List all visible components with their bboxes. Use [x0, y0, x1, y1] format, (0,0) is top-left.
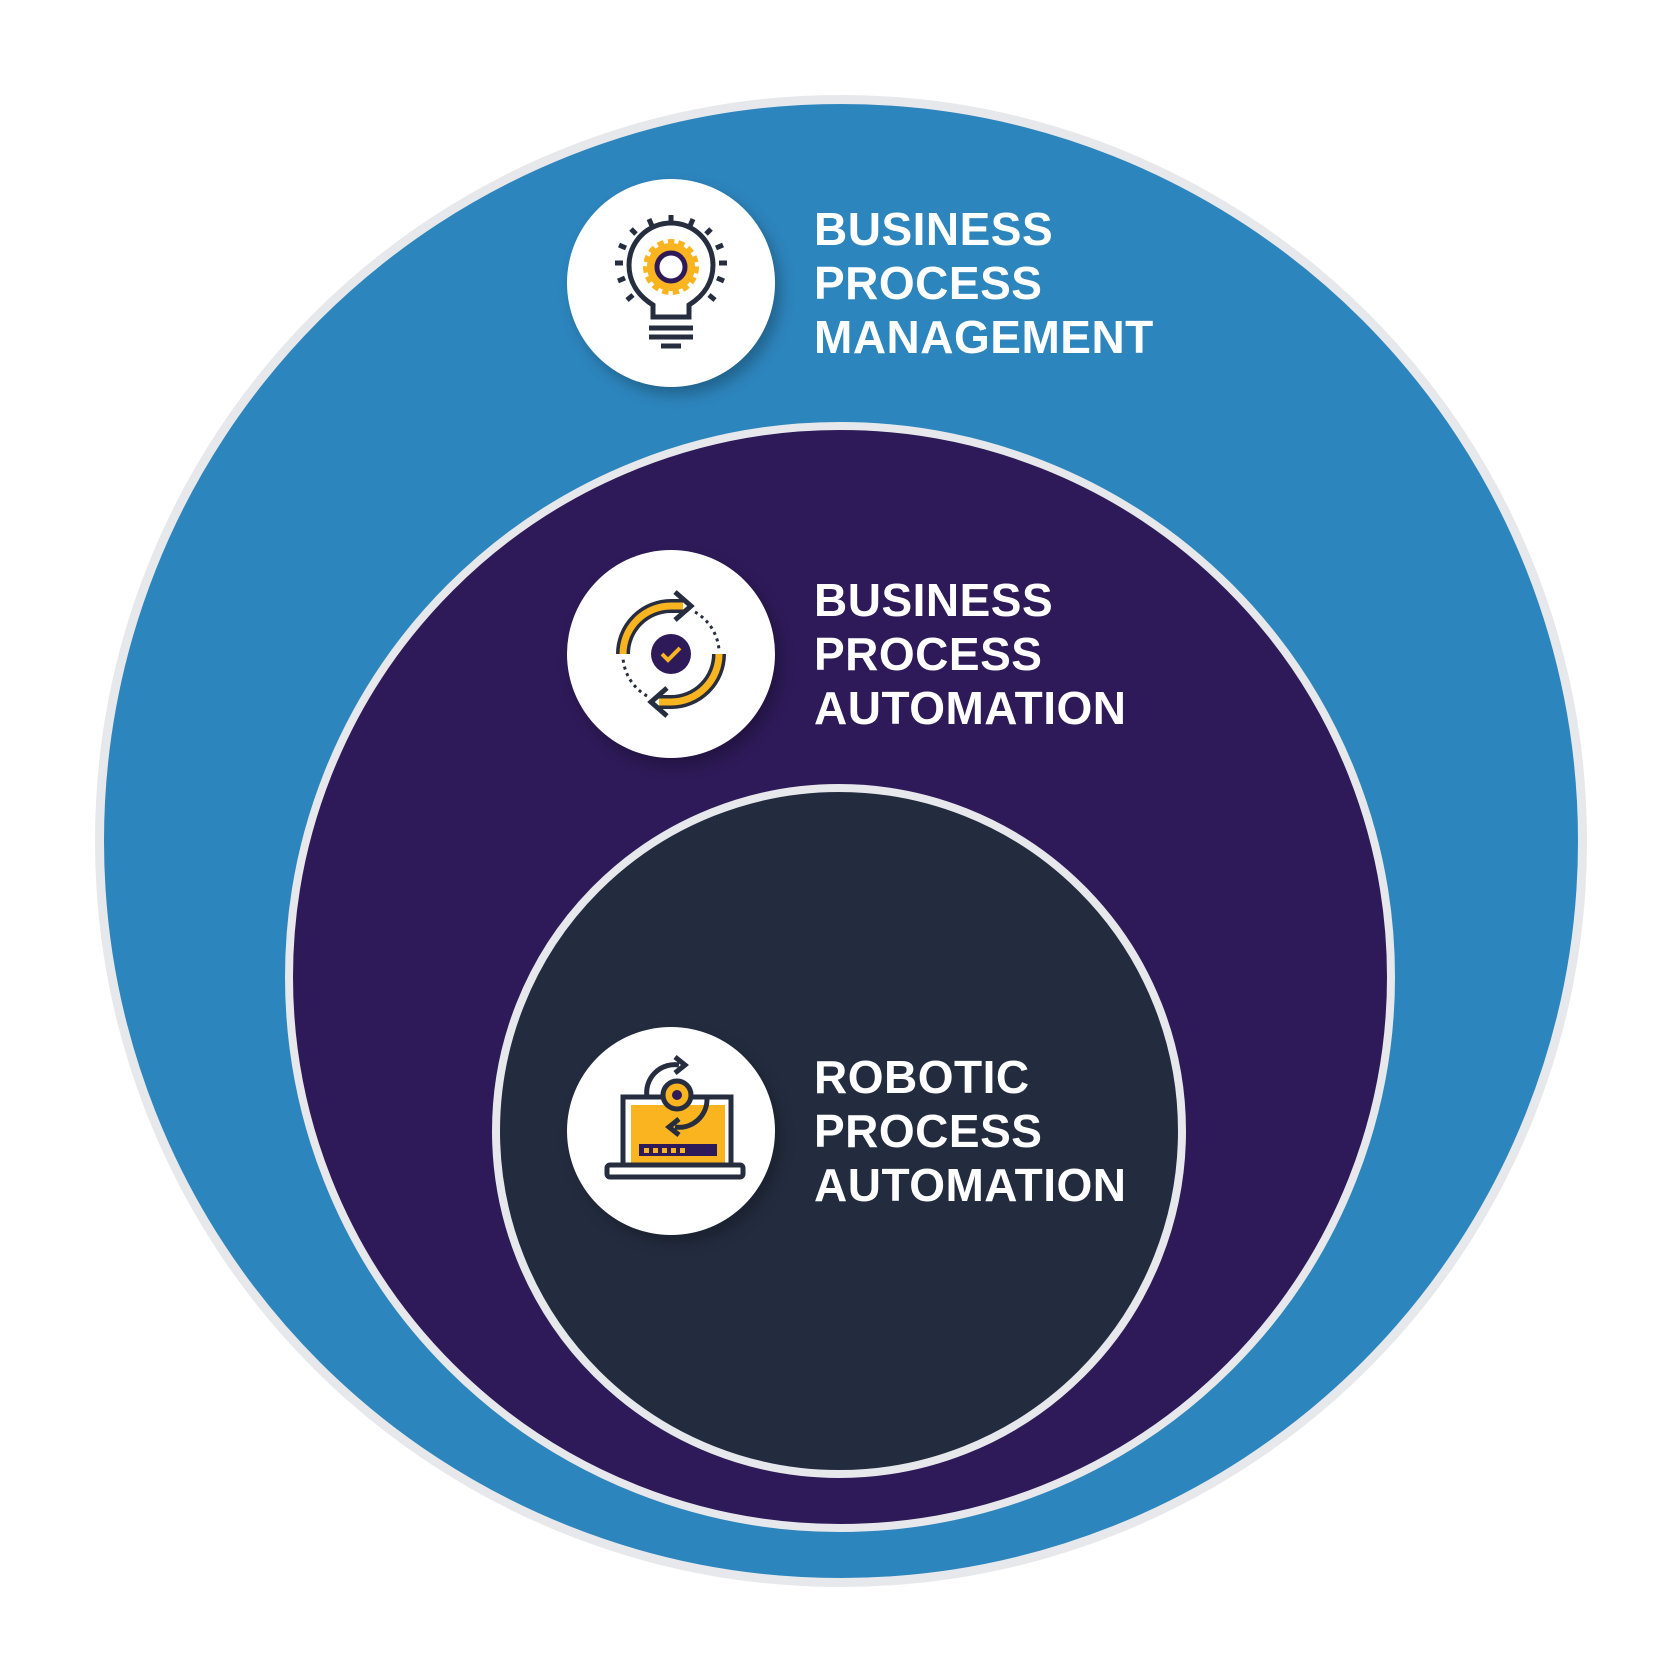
bpa-icon-badge — [567, 550, 775, 758]
bpa-label-line: BUSINESS — [814, 574, 1054, 626]
bpm-icon-badge — [567, 179, 775, 387]
lightbulb-gear-icon — [615, 215, 727, 349]
rpa-label: ROBOTIC PROCESS AUTOMATION — [814, 1050, 1127, 1212]
bpm-label: BUSINESS PROCESS MANAGEMENT — [814, 202, 1154, 364]
bpm-label-line: MANAGEMENT — [814, 311, 1154, 363]
rpa-label-line: PROCESS — [814, 1105, 1043, 1157]
rpa-label-line: ROBOTIC — [814, 1051, 1030, 1103]
bpa-label: BUSINESS PROCESS AUTOMATION — [814, 573, 1127, 735]
cycle-check-icon — [616, 590, 726, 718]
rpa-label-line: AUTOMATION — [814, 1159, 1127, 1211]
bpm-label-line: PROCESS — [814, 257, 1043, 309]
bpa-label-line: PROCESS — [814, 628, 1043, 680]
bpa-label-line: AUTOMATION — [814, 682, 1127, 734]
laptop-automation-icon — [604, 1055, 746, 1180]
rpa-icon-badge — [567, 1027, 775, 1235]
bpm-label-line: BUSINESS — [814, 203, 1054, 255]
